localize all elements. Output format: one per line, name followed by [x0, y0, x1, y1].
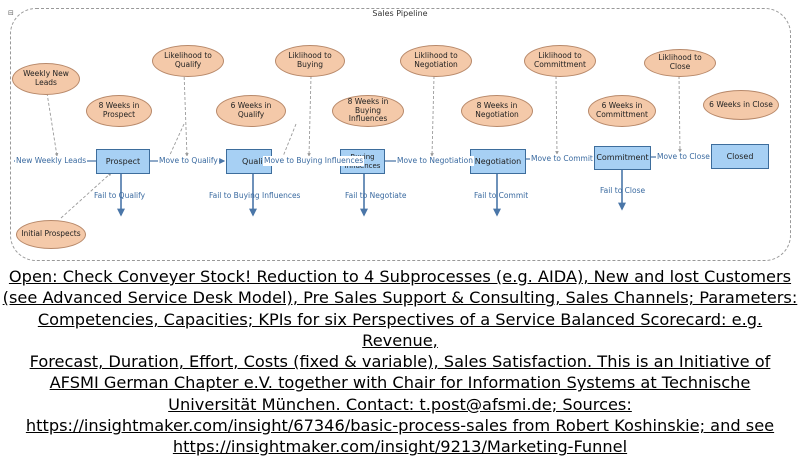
caption-line: Forecast, Duration, Effort, Costs (fixed… [29, 352, 771, 372]
stock-commitment[interactable]: Commitment [594, 146, 651, 170]
variable-6-weeks-committment[interactable]: 6 Weeks in Committment [588, 95, 656, 127]
link-likelihood-commit [555, 75, 559, 155]
caption-line: AFSMI German Chapter e.V. together with … [49, 373, 751, 393]
variable-likelihood-qualify[interactable]: Likelihood to Qualify [152, 45, 224, 77]
fail-label-qualify: Fail to Qualify [94, 191, 146, 200]
flow-label-move-to-qualify: Move to Qualify [158, 156, 219, 166]
sales-pipeline-frame [10, 8, 791, 261]
fail-label-negotiate: Fail to Negotiate [345, 191, 407, 200]
collapse-icon[interactable]: ⊟ [8, 9, 14, 17]
link-likelihood-buying [307, 75, 312, 157]
flow-label-move-to-negotiation: Move to Negotiation [396, 156, 474, 166]
stock-prospect[interactable]: Prospect [96, 149, 150, 174]
flow-label-move-to-commit: Move to Commit [530, 154, 594, 164]
flow-label-move-to-close: Move to Close [656, 152, 711, 162]
caption-line: Universität München. Contact: t.post@afs… [168, 394, 632, 414]
variable-8-weeks-buying[interactable]: 8 Weeks in Buying Influences [332, 95, 404, 127]
fail-label-commit: Fail to Commit [474, 191, 529, 200]
variable-weekly-new-leads[interactable]: Weekly New Leads [12, 63, 80, 95]
variable-8-weeks-prospect[interactable]: 8 Weeks in Prospect [86, 95, 152, 127]
variable-likelihood-committment[interactable]: Liklihood to Committment [524, 45, 596, 77]
fail-label-close: Fail to Close [600, 186, 646, 195]
variable-6-weeks-qualify[interactable]: 6 Weeks in Qualify [216, 95, 286, 127]
caption-line: Competencies, Capacities; KPIs for six P… [37, 309, 763, 350]
caption-line: (see Advanced Service Desk Model), Pre S… [2, 288, 798, 308]
stock-closed[interactable]: Closed [711, 144, 769, 169]
flow-label-move-to-buying: Move to Buying Influences [263, 156, 365, 166]
caption: Open: Check Conveyer Stock! Reduction to… [0, 266, 800, 458]
link-delay-qualify [281, 123, 297, 160]
caption-line: Open: Check Conveyer Stock! Reduction to… [8, 267, 792, 286]
frame-title: Sales Pipeline [372, 9, 428, 18]
variable-8-weeks-negotiation[interactable]: 8 Weeks in Negotiation [461, 95, 533, 127]
caption-line[interactable]: https://insightmaker.com/insight/9213/Ma… [172, 437, 628, 457]
variable-initial-prospects[interactable]: Initial Prospects [16, 220, 86, 249]
fail-label-buying: Fail to Buying Influences [209, 191, 301, 200]
stock-negotiation[interactable]: Negotiation [470, 149, 526, 174]
link-likelihood-negotiation [430, 75, 435, 157]
caption-line[interactable]: https://insightmaker.com/insight/67346/b… [25, 416, 775, 436]
link-weekly-leads [46, 92, 59, 157]
variable-6-weeks-close[interactable]: 6 Weeks in Close [703, 90, 779, 120]
variable-likelihood-buying[interactable]: Liklihood to Buying [275, 45, 345, 77]
link-initial-prospects [60, 172, 112, 219]
variable-likelihood-close[interactable]: Liklihood to Close [644, 49, 716, 77]
variable-likelihood-negotiation[interactable]: Liklihood to Negotiation [400, 45, 472, 77]
link-likelihood-qualify [183, 71, 189, 157]
link-delay-prospect [167, 123, 185, 160]
flow-label-new-weekly-leads: New Weekly Leads [15, 156, 88, 166]
link-likelihood-close [678, 75, 682, 153]
